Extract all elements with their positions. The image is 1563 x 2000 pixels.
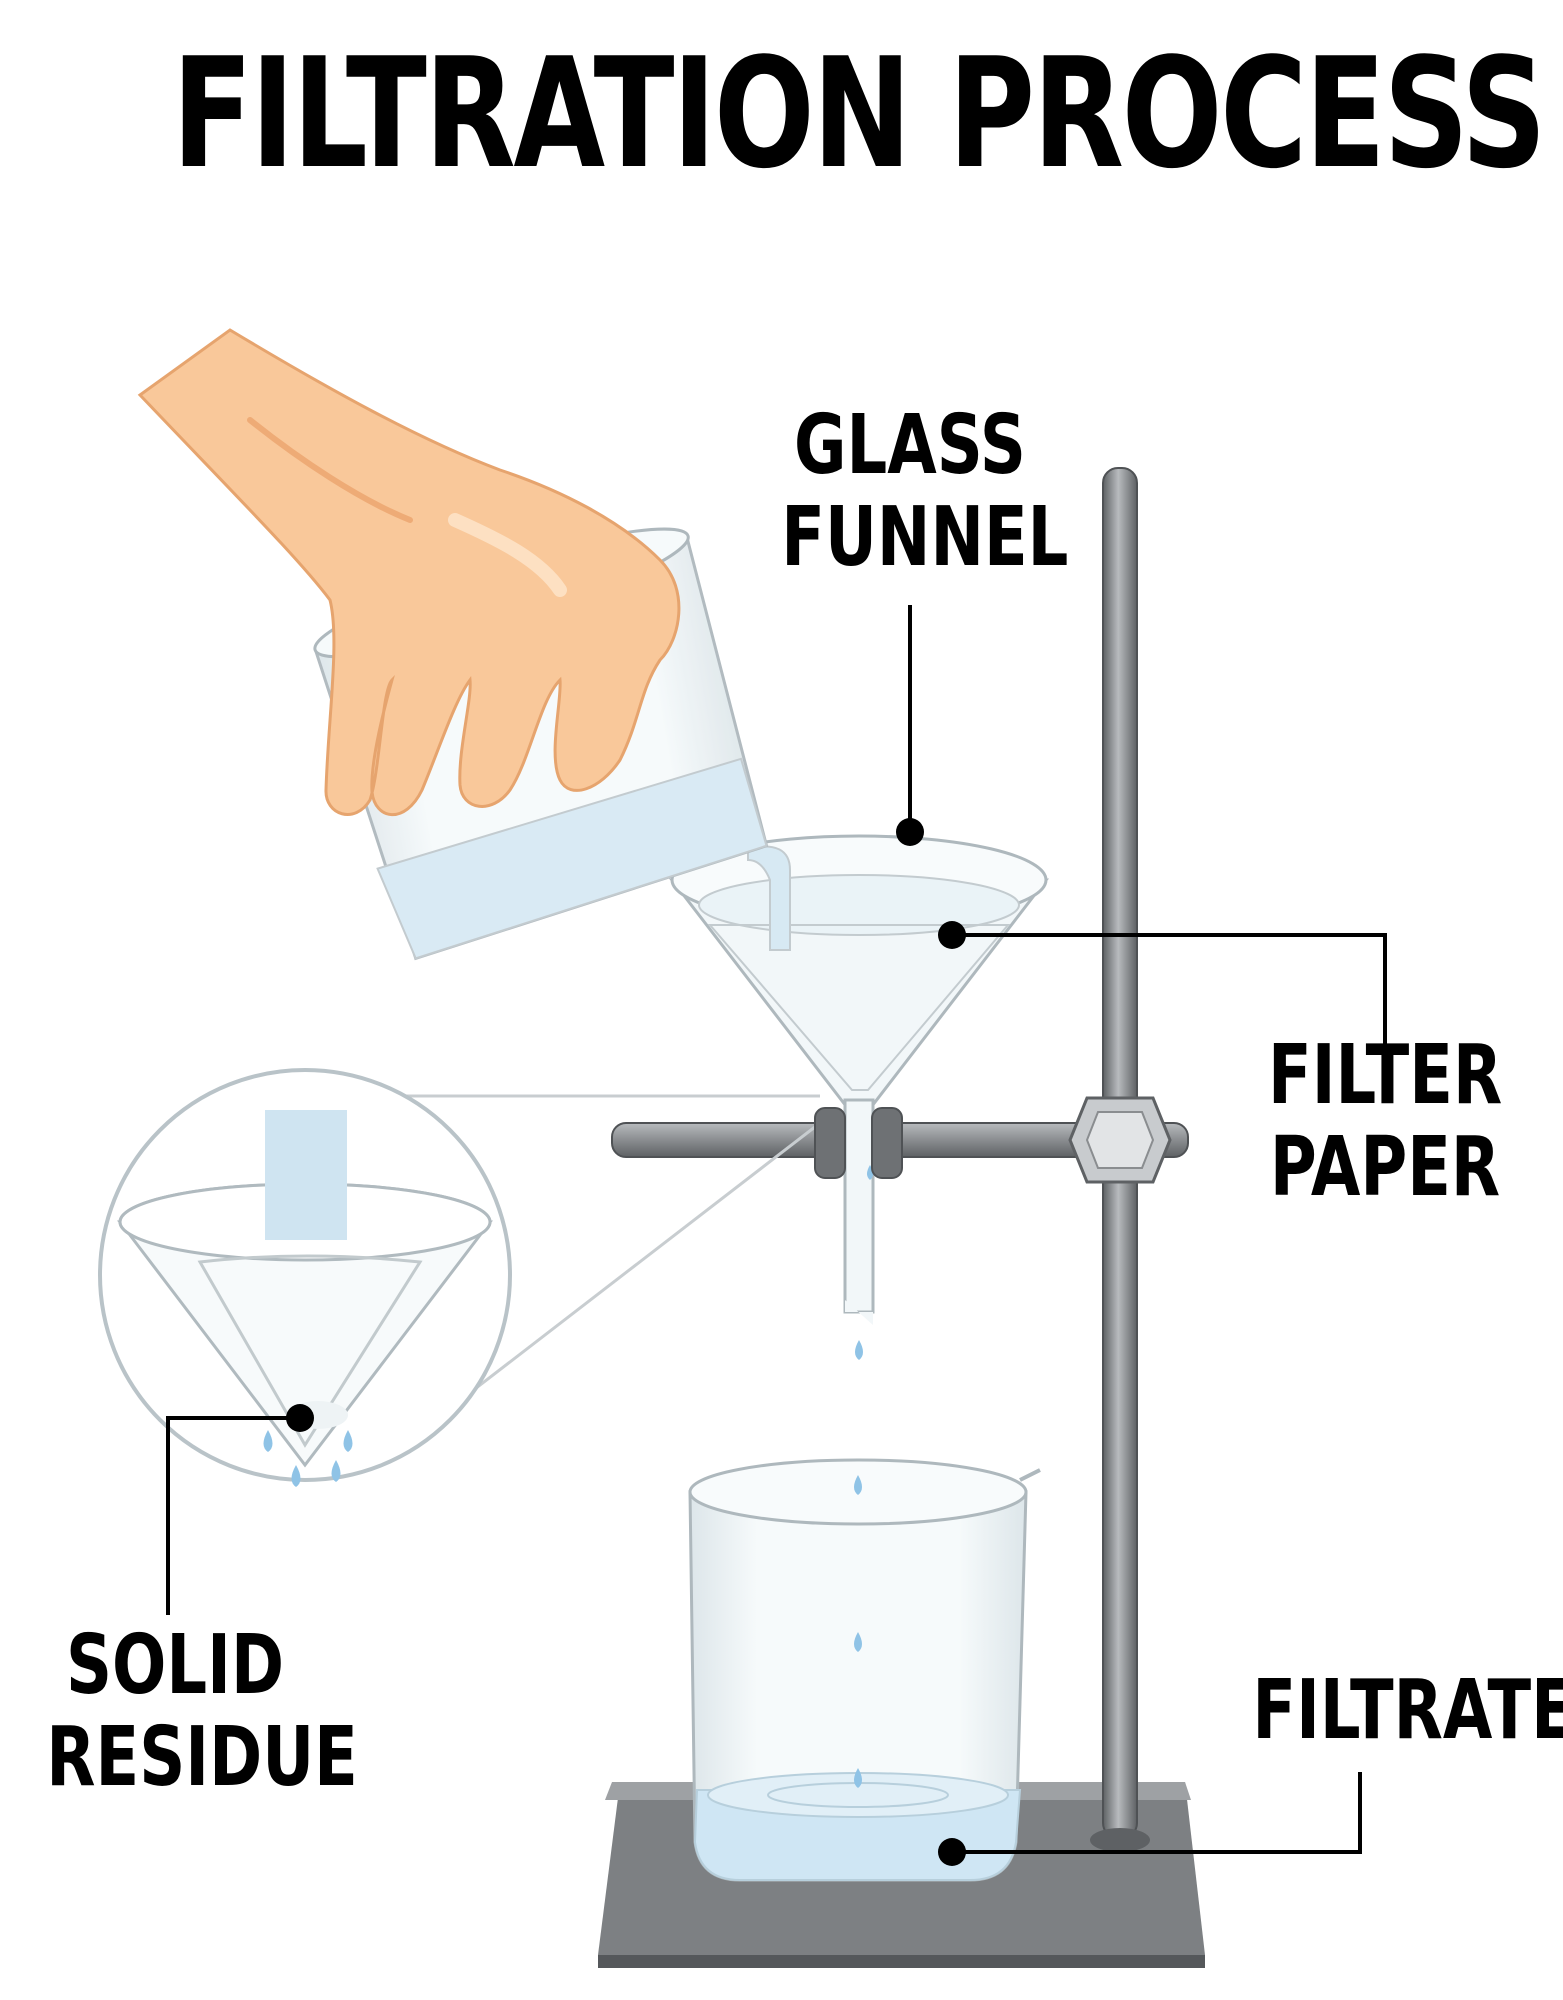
filtrate-dot: [938, 1838, 966, 1866]
glass-funnel-dot: [896, 818, 924, 846]
hand: [137, 328, 681, 817]
label-filter-paper-line1: FILTER: [1268, 1028, 1503, 1123]
label-solid-residue-line2: RESIDUE: [46, 1709, 358, 1805]
pour-stream: [747, 845, 791, 951]
glass-funnel: [668, 834, 1050, 1360]
label-glass-funnel-line1: GLASS: [793, 398, 1027, 493]
collecting-beaker: [688, 1458, 1041, 1882]
solid-residue-dot: [286, 1404, 314, 1432]
label-solid-residue-line1: SOLID: [65, 1618, 285, 1713]
label-glass-funnel-line2: FUNNEL: [781, 489, 1069, 585]
filter-paper-dot: [938, 921, 966, 949]
label-glass-funnel: GLASS FUNNEL: [781, 398, 1069, 585]
label-solid-residue: SOLID RESIDUE: [46, 1618, 358, 1805]
leader-lines: [166, 605, 1387, 1854]
label-filter-paper: FILTER PAPER: [1268, 1030, 1502, 1214]
magnifier-circle: [98, 1068, 512, 1487]
label-filtrate: FILTRATE: [1252, 1663, 1563, 1758]
leader-dots: [286, 818, 966, 1866]
label-filter-paper-line2: PAPER: [1269, 1119, 1501, 1215]
label-filtrate-text: FILTRATE: [1252, 1663, 1563, 1758]
funnel-clamp: [814, 1107, 903, 1179]
diagram-title: FILTRATION PROCESS: [171, 25, 1547, 202]
